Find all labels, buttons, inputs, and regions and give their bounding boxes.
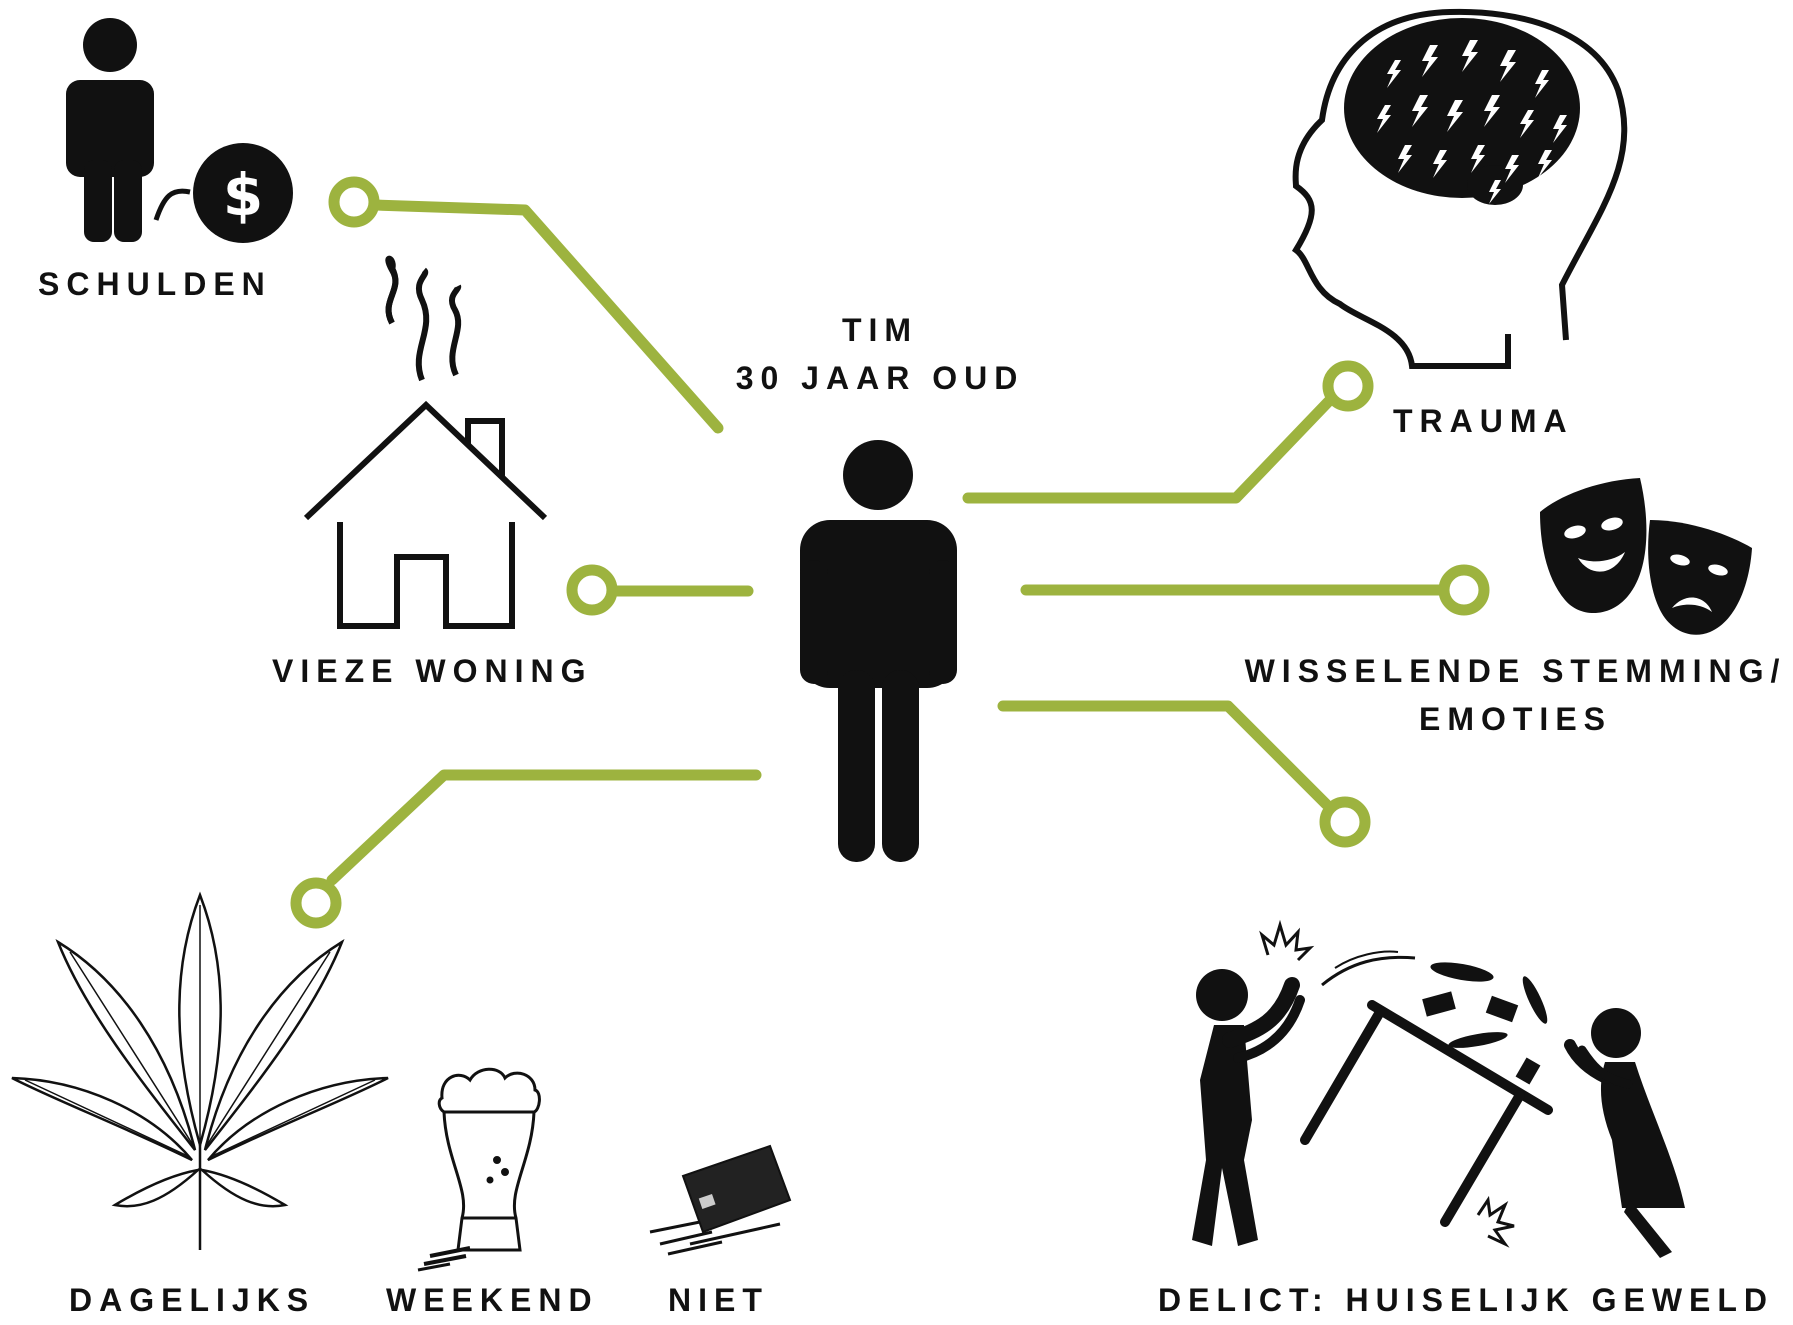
connector-schulden	[369, 199, 724, 434]
connector-node-trauma	[1322, 360, 1374, 412]
center-name: TIM	[841, 312, 919, 348]
label-stemming-line2: EMOTIES	[1418, 701, 1612, 737]
domestic-violence-icon	[1192, 919, 1685, 1258]
house-with-smell-icon	[303, 255, 548, 629]
connector-delict	[997, 700, 1332, 810]
beer-glass-icon	[417, 1067, 541, 1272]
brain-head-icon	[1291, 8, 1628, 369]
bank-card-icon	[649, 1144, 792, 1256]
connector-node-delict	[1319, 796, 1371, 848]
label-delict: DELICT: HUISELIJK GEWELD	[1158, 1282, 1775, 1318]
connectors	[290, 176, 1490, 929]
label-stemming-line1: WISSELENDE STEMMING/	[1244, 653, 1787, 689]
connector-node-woning	[566, 564, 618, 616]
connector-node-schulden	[328, 176, 380, 228]
cannabis-leaf-icon	[11, 891, 389, 1250]
connector-trauma	[962, 394, 1336, 504]
label-weekend: WEEKEND	[386, 1282, 599, 1318]
center-age: 30 JAAR OUD	[735, 360, 1025, 396]
label-vieze-woning: VIEZE WONING	[272, 653, 593, 689]
label-schulden: SCHULDEN	[38, 266, 272, 302]
person-icon	[800, 440, 957, 862]
label-dagelijks: DAGELIJKS	[69, 1282, 316, 1318]
theatre-masks-icon	[1540, 478, 1752, 635]
label-trauma: TRAUMA	[1393, 403, 1574, 439]
connector-dagelijks	[326, 769, 762, 886]
svg-text:$: $	[223, 161, 263, 229]
label-niet: NIET	[668, 1282, 769, 1318]
connector-node-stemming	[1438, 564, 1490, 616]
connector-node-dagelijks	[290, 877, 342, 929]
person-with-debt-icon: $	[66, 18, 293, 243]
